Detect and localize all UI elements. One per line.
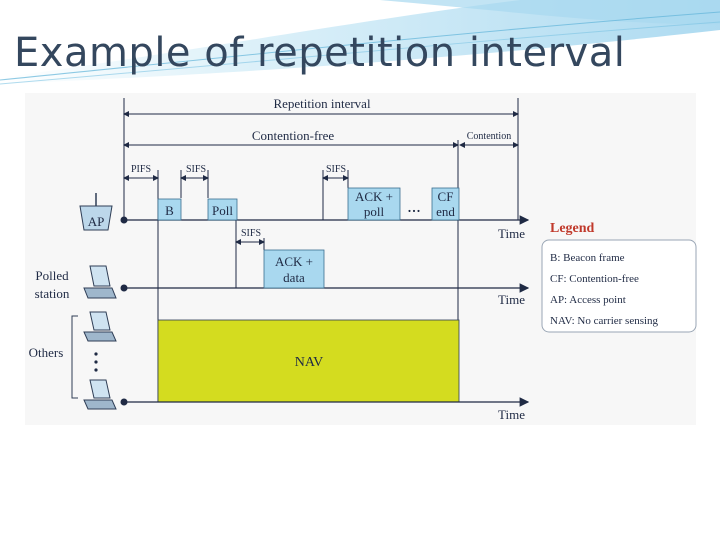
ack-data-frame: [263, 249, 325, 289]
ack-data-label-line1: ACK +: [275, 254, 313, 269]
polled-station-label-line2: station: [35, 286, 70, 301]
slide-title: Example of repetition interval: [14, 30, 626, 76]
contention-label: Contention: [467, 131, 511, 142]
cf-end-frame: [431, 187, 460, 221]
ack-poll-label-line1: ACK +: [355, 189, 393, 204]
ack-poll-frame: [347, 187, 401, 221]
nav-label: NAV: [295, 355, 324, 370]
sifs-label-3: SIFS: [326, 164, 346, 175]
contention-free-label: Contention-free: [252, 128, 335, 143]
ap-label: AP: [88, 214, 105, 229]
sifs-label-1: SIFS: [186, 164, 206, 175]
legend-item-nav: NAV: No carrier sensing: [550, 315, 659, 327]
time-label-polled: Time: [498, 292, 525, 307]
legend-item-beacon: B: Beacon frame: [550, 252, 625, 264]
ack-data-label-line2: data: [283, 270, 305, 285]
legend-item-access-point: AP: Access point: [550, 294, 626, 306]
nav-block: [157, 319, 460, 403]
beacon-frame: [157, 198, 182, 221]
ack-poll-label-line2: poll: [364, 204, 385, 219]
poll-frame: [207, 198, 238, 221]
repetition-interval-label: Repetition interval: [273, 96, 371, 111]
ap-origin-dot: [120, 216, 128, 224]
cf-end-label-line1: CF: [438, 189, 454, 204]
pifs-label: PIFS: [131, 164, 151, 175]
access-point-icon: [79, 193, 113, 231]
legend-box: [541, 239, 697, 333]
vertical-dots-icon: [94, 352, 98, 372]
others-origin-dot: [120, 398, 128, 406]
beacon-frame-label: B: [165, 203, 174, 218]
sifs-label-2: SIFS: [241, 228, 261, 239]
polled-station-laptop-icon: [83, 265, 117, 299]
cf-end-label-line2: end: [436, 204, 455, 219]
legend-title: Legend: [550, 221, 595, 236]
others-label: Others: [29, 345, 64, 360]
legend-item-contention-free: CF: Contention-free: [550, 273, 639, 285]
polled-station-label-line1: Polled: [35, 268, 69, 283]
poll-frame-label: Poll: [212, 203, 233, 218]
others-bracket: [71, 315, 78, 399]
time-label-others: Time: [498, 407, 525, 422]
polled-origin-dot: [120, 284, 128, 292]
other-station-laptop-icon-2: [83, 379, 117, 410]
ellipsis: ...: [407, 196, 421, 216]
header-swoosh: [0, 0, 720, 85]
time-label-ap: Time: [498, 226, 525, 241]
other-station-laptop-icon-1: [83, 311, 117, 342]
